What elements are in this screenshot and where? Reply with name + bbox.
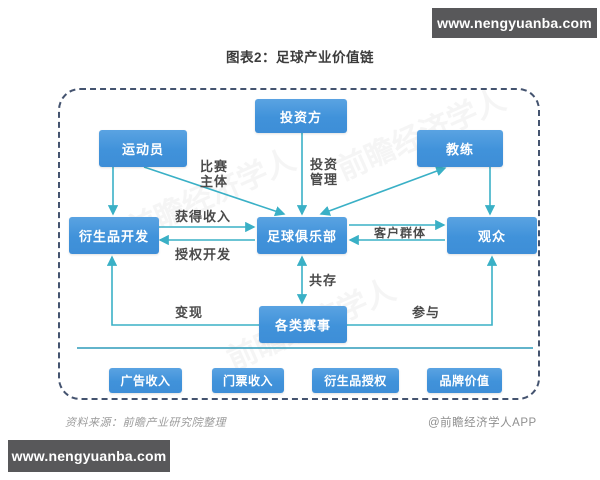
node-athlete: 运动员 bbox=[99, 130, 187, 167]
edge-label-monetize: 变现 bbox=[175, 305, 204, 320]
edge-label-line: 比赛 bbox=[200, 159, 229, 174]
site-url-banner-top: www.nengyuanba.com bbox=[432, 8, 597, 38]
edge-label-line: 管理 bbox=[310, 172, 339, 187]
node-coach: 教练 bbox=[417, 130, 503, 167]
edge-label-investment-mgmt: 投资 管理 bbox=[310, 157, 338, 187]
node-derivatives: 衍生品开发 bbox=[69, 217, 159, 254]
connector-lines bbox=[77, 133, 533, 349]
node-ad-revenue: 广告收入 bbox=[109, 368, 182, 393]
site-url-banner-bottom: www.nengyuanba.com bbox=[8, 440, 170, 472]
node-club: 足球俱乐部 bbox=[257, 217, 347, 254]
node-investor: 投资方 bbox=[255, 99, 347, 133]
edge-label-gain-income: 获得收入 bbox=[175, 209, 232, 224]
node-ticket-revenue: 门票收入 bbox=[212, 368, 284, 393]
edge-events-audience bbox=[347, 255, 498, 326]
edge-label-coexist: 共存 bbox=[309, 273, 338, 288]
node-audience: 观众 bbox=[447, 217, 537, 254]
credit-note: @前瞻经济学人APP bbox=[428, 417, 537, 429]
edge-label-participate: 参与 bbox=[412, 305, 441, 320]
edge-label-licensed-development: 授权开发 bbox=[175, 247, 232, 262]
edge-label-line: 投资 bbox=[310, 157, 339, 172]
node-brand-value: 品牌价值 bbox=[427, 368, 502, 393]
node-events: 各类赛事 bbox=[259, 306, 347, 343]
edge-label-customer-group: 客户群体 bbox=[374, 226, 427, 240]
value-chain-diagram: 投资方 运动员 教练 衍生品开发 足球俱乐部 观众 各类赛事 广告收入 门票收入… bbox=[58, 88, 540, 400]
data-source-note: 资料来源：前瞻产业研究院整理 bbox=[65, 417, 226, 429]
edge-events-derivatives bbox=[106, 255, 259, 326]
page-title: 图表2：足球产业价值链 bbox=[225, 50, 374, 65]
edge-label-match-subject: 比赛 主体 bbox=[200, 159, 228, 189]
edge-athlete-club bbox=[143, 166, 286, 217]
edge-label-line: 主体 bbox=[200, 174, 229, 189]
edge-coach-club bbox=[319, 166, 447, 216]
node-derivative-licensing: 衍生品授权 bbox=[312, 368, 399, 393]
